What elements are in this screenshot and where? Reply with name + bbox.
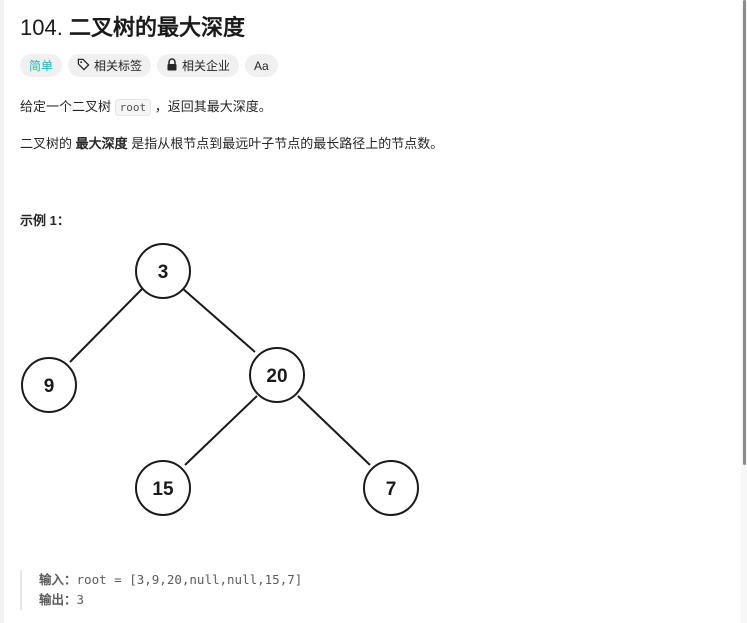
- inline-code: root: [114, 99, 152, 116]
- related-companies-label: 相关企业: [182, 59, 231, 73]
- binary-tree-diagram: 3 9 20 15 7: [21, 243, 419, 516]
- scrollbar-thumb[interactable]: [743, 0, 746, 465]
- tree-node: [135, 243, 191, 299]
- example-input: 输入：root = [3,9,20,null,null,15,7]: [39, 570, 302, 590]
- difficulty-badge[interactable]: 简单: [20, 54, 63, 77]
- node-label: 9: [44, 376, 55, 397]
- example-output: 输出：3: [39, 590, 302, 610]
- panel-border: [0, 0, 4, 623]
- related-tags-label: 相关标签: [94, 59, 143, 73]
- scrollbar[interactable]: [741, 0, 747, 623]
- related-tags-button[interactable]: 相关标签: [68, 54, 152, 77]
- tree-node: [21, 357, 77, 413]
- node-label: 7: [386, 479, 397, 500]
- difficulty-label: 简单: [29, 59, 54, 73]
- description-line-2: 二叉树的 最大深度 是指从根节点到最远叶子节点的最长路径上的节点数。: [20, 133, 443, 152]
- lock-icon: [166, 57, 178, 74]
- problem-number: 104.: [20, 15, 63, 40]
- output-label: 输出：: [39, 592, 77, 607]
- node-label: 15: [152, 479, 174, 500]
- node-label: 20: [266, 366, 287, 387]
- tag-icon: [77, 58, 90, 74]
- example-io: 输入：root = [3,9,20,null,null,15,7] 输出：3: [20, 570, 302, 610]
- text: 二叉树的: [20, 136, 73, 151]
- page-title: 104. 二叉树的最大深度: [20, 10, 245, 42]
- input-label: 输入：: [39, 572, 77, 587]
- input-value: root = [3,9,20,null,null,15,7]: [76, 572, 303, 587]
- output-value: 3: [76, 592, 85, 607]
- translate-icon: Aa: [254, 58, 269, 73]
- problem-title: 二叉树的最大深度: [68, 15, 245, 40]
- tree-node: [135, 460, 191, 516]
- edge: [69, 287, 144, 363]
- related-companies-button[interactable]: 相关企业: [157, 54, 240, 77]
- text: ，返回其最大深度。: [154, 99, 272, 114]
- bold-text: 最大深度: [75, 136, 128, 151]
- tag-row: 简单 相关标签 相关企业 Aa: [20, 54, 278, 77]
- text: 是指从根节点到最远叶子节点的最长路径上的节点数。: [131, 136, 444, 151]
- translate-button[interactable]: Aa: [245, 54, 278, 77]
- node-label: 3: [158, 262, 169, 283]
- tree-node: [249, 347, 305, 403]
- edge: [181, 287, 256, 353]
- edge: [184, 395, 258, 466]
- tree-node: [363, 460, 419, 516]
- description-line-1: 给定一个二叉树 root ，返回其最大深度。: [20, 96, 272, 116]
- edge: [297, 395, 371, 466]
- example-heading: 示例 1：: [20, 213, 70, 228]
- text: 给定一个二叉树: [20, 99, 112, 114]
